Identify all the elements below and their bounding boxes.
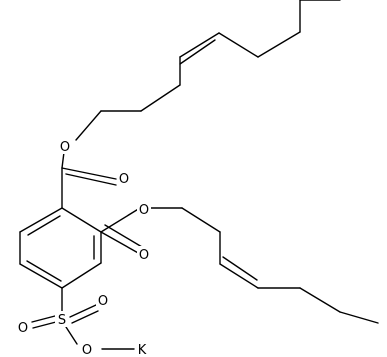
atom-label-bg: [137, 246, 151, 262]
ring-bond: [19, 263, 63, 289]
sulfonyl-double-bond: [32, 321, 57, 329]
ring-bond: [19, 207, 63, 233]
chain-bond: [140, 84, 181, 112]
carbonyl-double-bond: [65, 173, 117, 186]
atom-label-bg: [58, 138, 72, 154]
carbonyl-double-bond: [100, 231, 141, 255]
bonds: [19, 0, 379, 350]
atom-o-ester-top: O: [60, 140, 70, 155]
atom-o-carbonyl-top: O: [119, 172, 129, 187]
atom-label-bg: [80, 341, 94, 357]
atom-o-sulfonate: O: [82, 343, 92, 357]
sulfonyl-double-bond: [71, 310, 99, 324]
chain-bond: [218, 32, 259, 58]
chain-double-bond: [179, 39, 216, 65]
carbonyl-double-bond: [61, 167, 117, 180]
atom-label-bg: [137, 201, 151, 217]
ring-bond: [61, 207, 102, 233]
atom-label-bg: [136, 341, 149, 357]
atom-potassium: K: [138, 343, 147, 357]
atom-label-bg: [96, 292, 110, 308]
atom-label-bg: [55, 311, 69, 327]
chain-bond: [181, 207, 221, 233]
chain-bond: [257, 31, 301, 58]
atom-labels: O O O O S O O O K: [16, 138, 151, 357]
ester-bond: [100, 207, 141, 233]
ring-double-bond: [26, 260, 62, 282]
chain-bond: [219, 263, 259, 289]
atom-s-sulfonyl: S: [58, 313, 66, 328]
chain-bond: [75, 110, 102, 141]
ring-bond: [61, 262, 102, 289]
chain-bond: [299, 287, 341, 313]
atom-o-sulfonyl-left: O: [18, 321, 28, 336]
atom-label-bg: [16, 319, 30, 335]
chain-bond: [339, 311, 379, 324]
ester-bond: [61, 151, 65, 169]
sulfonyl-double-bond: [69, 304, 97, 318]
carbonyl-double-bond: [104, 224, 143, 248]
atom-o-carbonyl-mid: O: [139, 248, 149, 263]
atom-label-bg: [117, 170, 131, 186]
ring-double-bond: [27, 215, 61, 236]
sulfonate-bond: [65, 326, 78, 345]
atom-o-sulfonyl-right: O: [98, 294, 108, 309]
chain-double-bond: [222, 256, 258, 281]
chain-bond: [179, 32, 220, 58]
sulfonyl-double-bond: [31, 315, 56, 323]
atom-o-ester-mid: O: [139, 203, 149, 218]
